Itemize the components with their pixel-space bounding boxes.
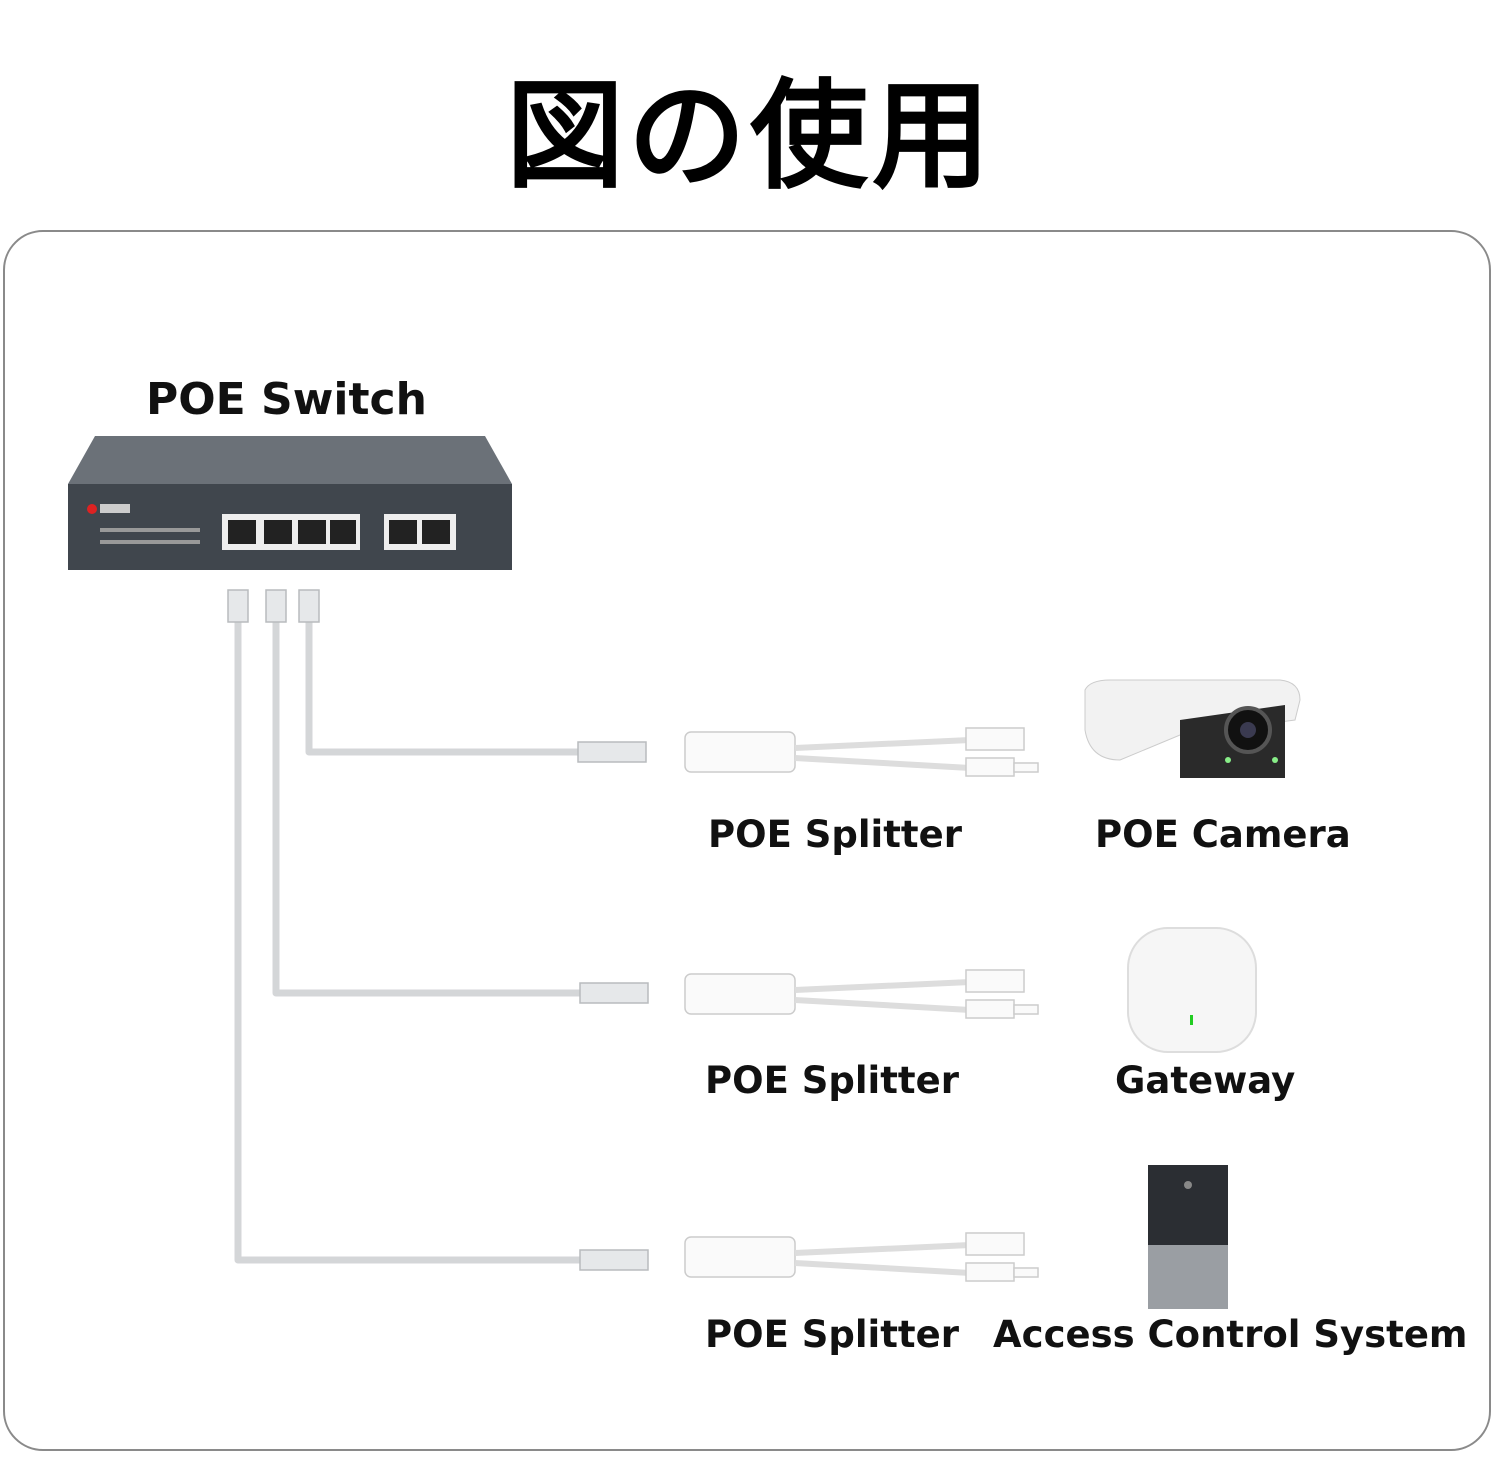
splitter-label: POE Splitter [708, 813, 962, 856]
poe-switch-image [68, 436, 512, 570]
ip-camera-icon [1084, 679, 1301, 778]
ethernet-cable-1 [305, 620, 580, 756]
ethernet-cable-3 [234, 620, 580, 1264]
poe-splitter-image [684, 1232, 1039, 1282]
rj45-plug-icon [265, 589, 287, 623]
device-label: Gateway [1115, 1059, 1296, 1102]
device-label: Access Control System [993, 1313, 1468, 1356]
poe-splitter-image [684, 727, 1039, 777]
rj45-plug-icon [298, 589, 320, 623]
rj45-plug-icon [577, 741, 647, 763]
rj45-plug-icon [227, 589, 249, 623]
splitter-label: POE Splitter [705, 1059, 959, 1102]
poe-splitter-image [684, 969, 1039, 1019]
door-access-panel-icon [1148, 1165, 1228, 1309]
rj45-plug-icon [579, 982, 649, 1004]
rj45-plug-icon [579, 1249, 649, 1271]
splitter-label: POE Splitter [705, 1313, 959, 1356]
ethernet-cable-2 [272, 620, 580, 997]
switch-label: POE Switch [146, 374, 427, 425]
diagram-frame [3, 230, 1491, 1451]
wireless-access-point-icon [1127, 927, 1257, 1053]
device-label: POE Camera [1095, 813, 1351, 856]
page-title: 図の使用 [505, 67, 994, 205]
